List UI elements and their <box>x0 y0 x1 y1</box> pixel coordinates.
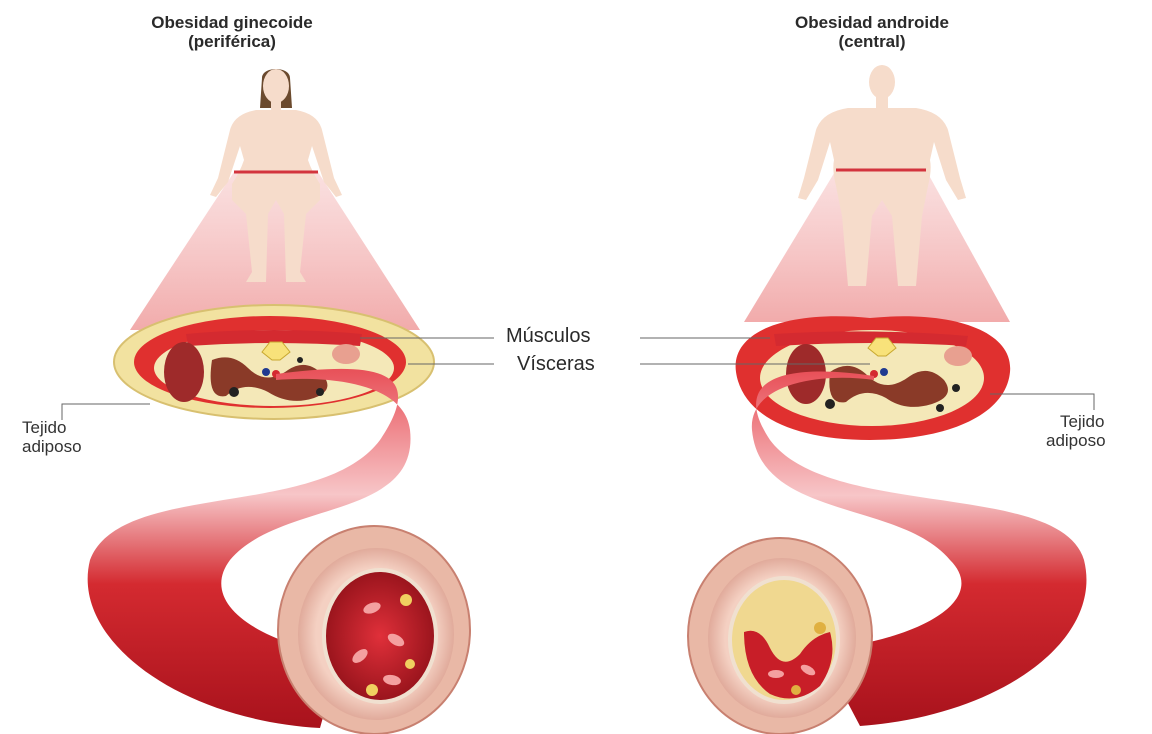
left-panel-art <box>88 69 470 734</box>
right-title-line1: Obesidad androide <box>742 13 1002 32</box>
right-tissue-label-line1: Tejido <box>1046 412 1106 431</box>
left-tissue-label-line1: Tejido <box>22 418 82 437</box>
left-title: Obesidad ginecoide (periférica) <box>102 13 362 51</box>
right-tissue-label: Tejido adiposo <box>1046 412 1106 450</box>
left-title-line1: Obesidad ginecoide <box>102 13 362 32</box>
left-tissue-label: Tejido adiposo <box>22 418 82 456</box>
left-vessel-section <box>278 526 470 734</box>
left-cross-section <box>114 305 434 419</box>
right-panel-art <box>688 65 1086 734</box>
left-title-line2: (periférica) <box>102 32 362 51</box>
left-tissue-label-line2: adiposo <box>22 437 82 456</box>
label-viscera: Vísceras <box>517 353 595 375</box>
right-vessel-section <box>688 538 872 734</box>
label-muscles: Músculos <box>506 325 590 347</box>
right-title-line2: (central) <box>742 32 1002 51</box>
right-tissue-label-line2: adiposo <box>1046 431 1106 450</box>
right-title: Obesidad androide (central) <box>742 13 1002 51</box>
